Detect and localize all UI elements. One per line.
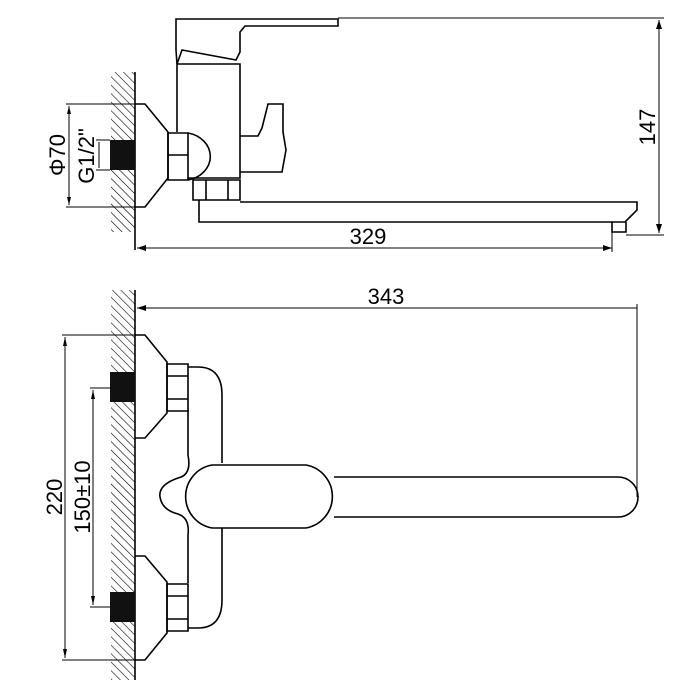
diverter-knob (240, 103, 287, 173)
body-inner (159, 410, 190, 583)
spout (198, 200, 638, 223)
nut-upper (166, 363, 189, 412)
dim-147-label: 147 (635, 109, 660, 146)
thread-pipe-lower (110, 592, 135, 622)
bottom-nut (192, 179, 241, 201)
escutcheon-upper (135, 334, 168, 439)
handle-lever (175, 18, 339, 65)
escutcheon (135, 103, 169, 208)
body (176, 63, 241, 179)
dim-343-label: 343 (368, 284, 405, 309)
dim-150-label: 150±10 (70, 460, 95, 533)
dim-220-label: 220 (42, 479, 67, 516)
nut (167, 132, 189, 181)
top-view: 343 220 150±10 (42, 284, 639, 680)
spout (334, 476, 639, 518)
handle-oval (184, 464, 334, 529)
arrow (137, 305, 146, 311)
body (188, 366, 223, 629)
dim-329-label: 329 (350, 224, 387, 249)
dim-thread-label: G1/2" (74, 128, 99, 184)
body-ball (187, 132, 212, 181)
thread-pipe-upper (110, 372, 135, 402)
side-view: 329 147 Φ70 G1/2" (45, 17, 664, 252)
nut-lower (166, 583, 189, 632)
escutcheon-lower (135, 555, 168, 661)
dim-phi70-label: Φ70 (45, 134, 70, 176)
aerator (611, 222, 627, 233)
thread-pipe (110, 140, 135, 170)
